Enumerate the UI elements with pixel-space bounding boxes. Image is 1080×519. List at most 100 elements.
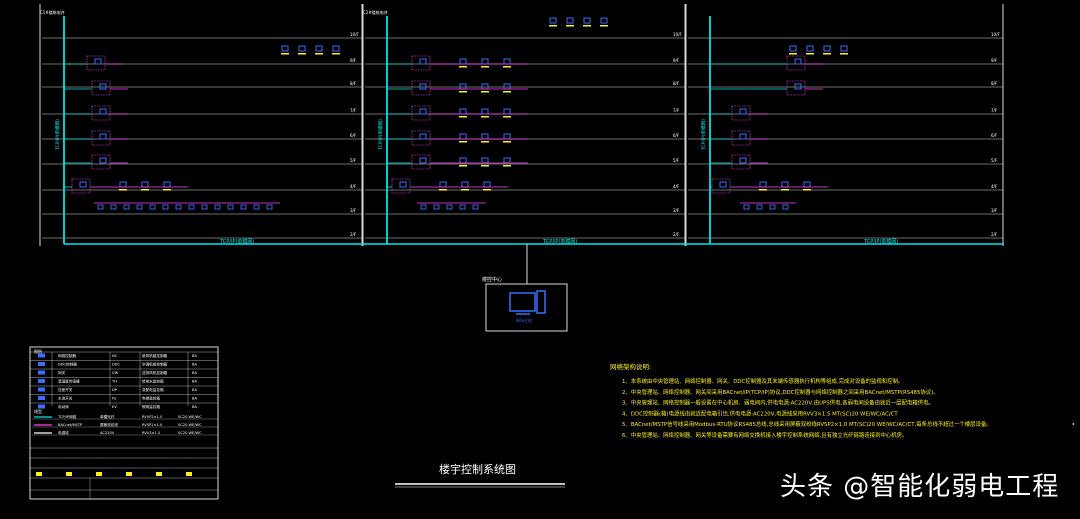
line-type-heading: 线型: [34, 408, 42, 414]
floor-label: 3/F: [350, 208, 357, 213]
controller-icon: [739, 157, 747, 164]
legend-code-2: BA: [192, 363, 197, 367]
note-item-2: 2、中央管理站、网络控制器、网关间采用BACnet/IP(TCP/IP)协议,D…: [622, 388, 939, 396]
field-device-icon: [136, 204, 143, 210]
legend-name-2: 空调机组控制箱: [142, 362, 168, 367]
field-device-icon: [756, 204, 763, 210]
legend-name: 压差开关: [58, 387, 73, 392]
device-group: [710, 55, 823, 71]
device-tag: [281, 53, 289, 55]
legend-name-2: 给排水监控箱: [142, 379, 164, 384]
device-enclosure: [91, 130, 111, 146]
legend-symbol: [38, 387, 45, 392]
device-enclosure: [411, 55, 431, 71]
legend-code-2: BA: [192, 397, 197, 401]
device-icon: [823, 45, 831, 52]
legend-name: DDC控制器: [58, 362, 77, 367]
notes-list: 1、本系统由中央管理站、网络控制器、网关、DDC控制器及其末端传感器执行机构等组…: [622, 377, 992, 439]
device-enclosure: [411, 130, 431, 146]
field-device-icon: [123, 204, 130, 210]
legend-code: FS: [112, 397, 117, 401]
field-device-tag: [803, 189, 811, 191]
floor-label: 2/F: [350, 232, 357, 237]
device-icon: [600, 17, 608, 24]
controller-icon: [399, 181, 407, 188]
device-enclosure: [731, 154, 751, 170]
drawing-title: 楼宇控制系统图: [439, 462, 516, 476]
line-desc: AC220V: [100, 431, 115, 435]
device-enclosure: [731, 130, 751, 146]
line-name: TCP/IP网络: [57, 414, 77, 419]
legend-heading: 图例: [34, 348, 42, 354]
field-device-tag: [141, 189, 149, 191]
panel-1: C1#楼栋电井10/F9/F8/F7/F6/F5/F4/F3/F2/FTCP/I…: [39, 4, 363, 246]
legend-footer-cells: [30, 447, 218, 499]
field-device-tag: [459, 116, 467, 118]
notes-heading: 网络架构说明:: [610, 362, 651, 371]
legend-code: EV: [112, 405, 117, 409]
device-group: [64, 178, 188, 194]
field-device-tag: [119, 189, 127, 191]
legend-name-2: 变配电监控箱: [142, 387, 164, 392]
line-install: SC20 WE/WC: [178, 431, 202, 435]
edge-mark: ◂: [1072, 421, 1074, 426]
controller-icon: [794, 58, 802, 65]
line-name: BACnet/MSTP: [58, 423, 83, 427]
floor-label: 4/F: [673, 184, 680, 189]
line-spec: RVVP2×1.0: [142, 415, 163, 419]
floor-label: 6/F: [991, 133, 998, 138]
floor-label: 10/F: [991, 32, 1000, 37]
legend-code: NC: [112, 354, 118, 358]
floor-label: 4/F: [350, 184, 357, 189]
device-group: [64, 130, 128, 146]
footer-symbol: [66, 472, 72, 476]
field-device-tag: [461, 189, 469, 191]
floor-label: 5/F: [991, 158, 998, 163]
controller-icon: [419, 157, 427, 164]
watermark-text: 头条 @智能化弱电工程: [780, 472, 1060, 502]
main-network-bus: TCP/IP(单模网) TCP/IP(单模网) TCP/IP(单模网): [64, 238, 1004, 284]
field-device-icon: [743, 204, 750, 210]
field-device-icon: [446, 204, 453, 210]
device-enclosure: [411, 105, 431, 121]
controller-icon: [419, 83, 427, 90]
device-group: [710, 80, 823, 96]
field-device-tag: [439, 189, 447, 191]
legend-code: GW: [112, 371, 119, 375]
device-enclosure: [731, 105, 751, 121]
field-device-tag: [503, 66, 511, 68]
device-icon: [566, 17, 574, 24]
line-spec: RVSP2×1.0: [142, 423, 163, 427]
field-device-icon: [253, 204, 260, 210]
line-desc: 单模光纤: [100, 414, 115, 419]
field-device-tag: [503, 116, 511, 118]
note-item-3: 3、中央管理站、网络控制器一般设置在中心机房、弱电间内,供电电源:AC220V,…: [622, 399, 934, 407]
floor-label: 8/F: [673, 81, 680, 86]
legend-name-2: 送排风机控制箱: [142, 370, 168, 375]
field-device-icon: [266, 204, 273, 210]
top-device-cluster: [789, 45, 848, 55]
field-device-icon: [162, 204, 169, 210]
controller-icon: [99, 133, 107, 140]
device-tag: [600, 25, 608, 27]
note-item-5: 5、BACnet/MSTP信号线采用Modbus-RTU协议RS485总线,总线…: [622, 420, 992, 428]
controller-icon: [419, 108, 427, 115]
device-group: [64, 105, 128, 121]
field-device-tag: [481, 116, 489, 118]
device-icon: [332, 45, 340, 52]
bus-label-2: TCP/IP(单模网): [542, 238, 577, 245]
field-device-tag: [481, 66, 489, 68]
device-tag: [549, 25, 557, 27]
controller-icon: [739, 133, 747, 140]
device-enclosure: [71, 178, 91, 194]
panel-header-2: C2#楼栋电井: [363, 9, 388, 15]
device-icon: [281, 45, 289, 52]
legend-symbol: [38, 362, 45, 366]
field-device-icon: [240, 204, 247, 210]
device-enclosure: [411, 80, 431, 96]
field-device-row: [417, 202, 486, 210]
device-icon: [298, 45, 306, 52]
